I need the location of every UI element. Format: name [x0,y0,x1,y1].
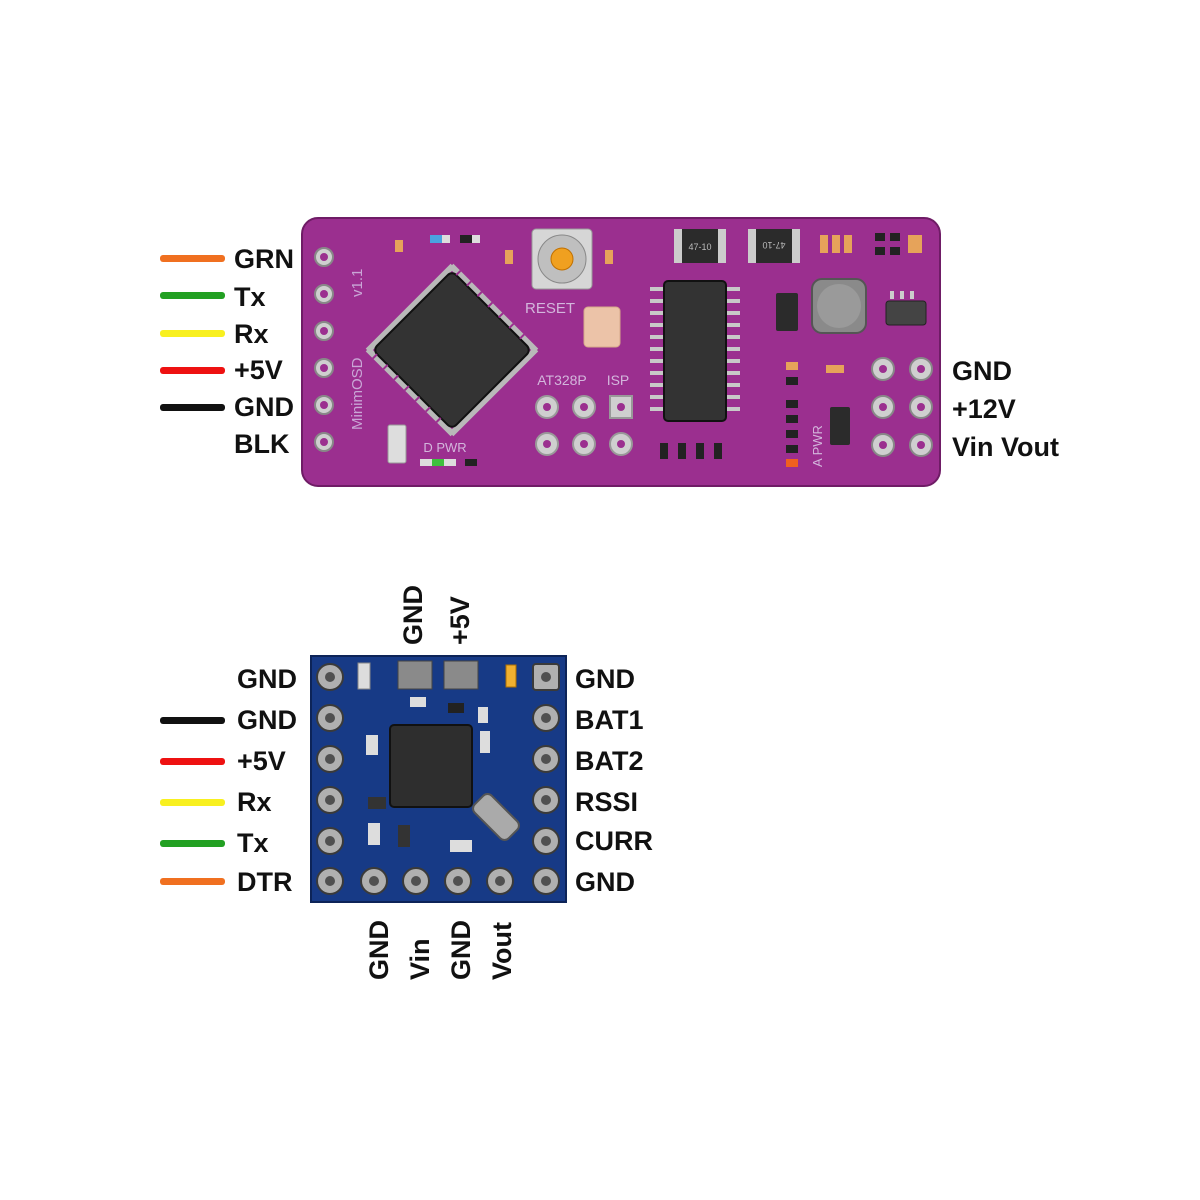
wire2-tx [160,840,225,847]
wire-rx [160,330,225,337]
wire-tx [160,292,225,299]
svg-text:47-10: 47-10 [762,240,785,250]
pin2-label-gnd-top: GND [237,664,297,694]
wire-grn [160,255,225,262]
pin-label-12v: +12V [952,394,1016,424]
pin2-label-rx: Rx [237,787,272,817]
pin-label-grn: GRN [234,244,294,274]
pin-label-tx: Tx [234,282,266,312]
pin2-label-gnd-r1: GND [575,664,635,694]
wire2-rx [160,799,225,806]
inductor-2: 47-10 [748,229,800,263]
wire-gnd [160,404,225,411]
bottom-label-vout: Vout [487,922,517,980]
svg-text:47-10: 47-10 [688,242,711,252]
reset-label: RESET [525,300,575,317]
pin-label-blk: BLK [234,429,290,459]
isp-label: ISP [607,372,630,388]
pin2-label-5v: +5V [237,746,286,776]
top-label-5v: +5V [445,596,475,645]
bottom-label-vin: Vin [405,938,435,980]
pin2-label-gnd: GND [237,705,297,735]
at328p-label: AT328P [537,372,587,388]
pin-label-gnd: GND [234,392,294,422]
wire2-dtr [160,878,225,885]
wire2-gnd [160,717,225,724]
osd-chip [650,280,740,422]
wire2-5v [160,758,225,765]
pin2-label-bat2: BAT2 [575,746,644,776]
top-label-gnd: GND [398,585,428,645]
bottom-label-gnd2: GND [446,920,476,980]
wire-5v [160,367,225,374]
pin-label-rx: Rx [234,319,269,349]
bottom-label-gnd1: GND [364,920,394,980]
pin2-label-bat1: BAT1 [575,705,644,735]
pin-label-5v: +5V [234,355,283,385]
pin2-label-curr: CURR [575,826,653,856]
board-name-text: MinimOSD [349,357,366,430]
pin-label-gnd-right: GND [952,356,1012,386]
board-version-text: v1.1 [349,269,366,297]
apwr-label: A PWR [810,425,825,467]
dpwr-label: D PWR [423,440,466,455]
pin2-label-rssi: RSSI [575,787,639,817]
bottom-pads [360,867,514,895]
pin-label-vin-vout: Vin Vout [952,432,1059,462]
micro-osd-board [310,655,567,903]
inductor-1: 47-10 [674,229,726,263]
pin2-label-gnd-r2: GND [575,867,635,897]
pin2-label-dtr: DTR [237,867,293,897]
minimosd-board: MinimOSD v1.1 RESET AT [301,217,941,487]
pin2-label-tx: Tx [237,828,269,858]
reset-button [531,228,593,290]
